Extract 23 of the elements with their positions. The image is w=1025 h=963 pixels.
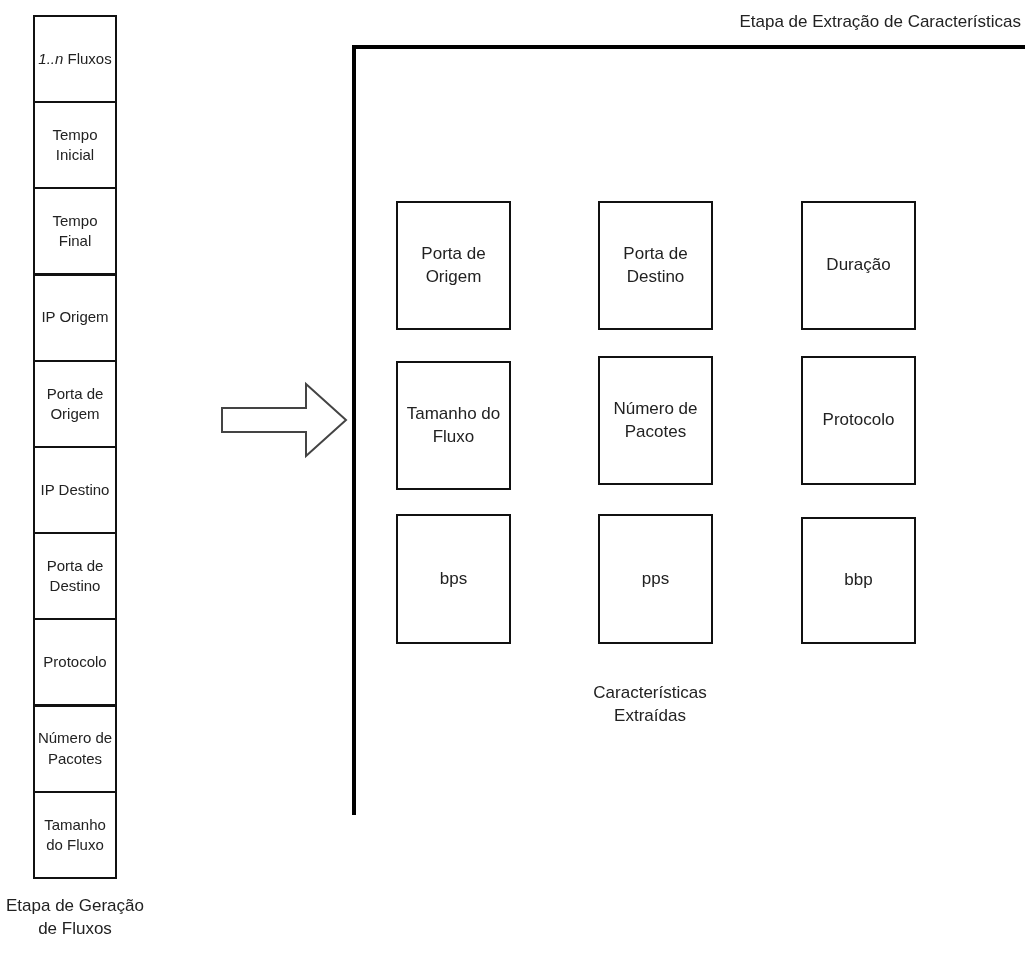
stage-heading: Etapa de Extração de Características bbox=[739, 11, 1021, 33]
stage-heading: Etapa de Geração de Fluxos bbox=[5, 895, 145, 940]
field-box: Tamanho do Fluxo bbox=[33, 790, 117, 879]
field-box: Duração bbox=[801, 201, 916, 330]
field-box: 1..n Fluxos bbox=[33, 15, 117, 103]
field-box: Porta de Origem bbox=[33, 359, 117, 448]
field-box: Protocolo bbox=[33, 618, 117, 707]
field-box: bps bbox=[396, 514, 511, 644]
field-box: Tempo Final bbox=[33, 187, 117, 276]
block-arrow bbox=[221, 381, 348, 459]
field-box: pps bbox=[598, 514, 713, 644]
field-box: Número de Pacotes bbox=[33, 704, 117, 793]
field-box: IP Destino bbox=[33, 446, 117, 534]
field-box: Protocolo bbox=[801, 356, 916, 485]
field-box: Porta de Destino bbox=[33, 532, 117, 621]
field-box: Tamanho do Fluxo bbox=[396, 361, 511, 490]
group-caption: Características Extraídas bbox=[592, 682, 708, 727]
field-box: IP Origem bbox=[33, 273, 117, 362]
field-box: Número de Pacotes bbox=[598, 356, 713, 485]
field-box: Porta de Destino bbox=[598, 201, 713, 330]
field-box: Tempo Inicial bbox=[33, 101, 117, 190]
field-box: bbp bbox=[801, 517, 916, 644]
field-box: Porta de Origem bbox=[396, 201, 511, 330]
